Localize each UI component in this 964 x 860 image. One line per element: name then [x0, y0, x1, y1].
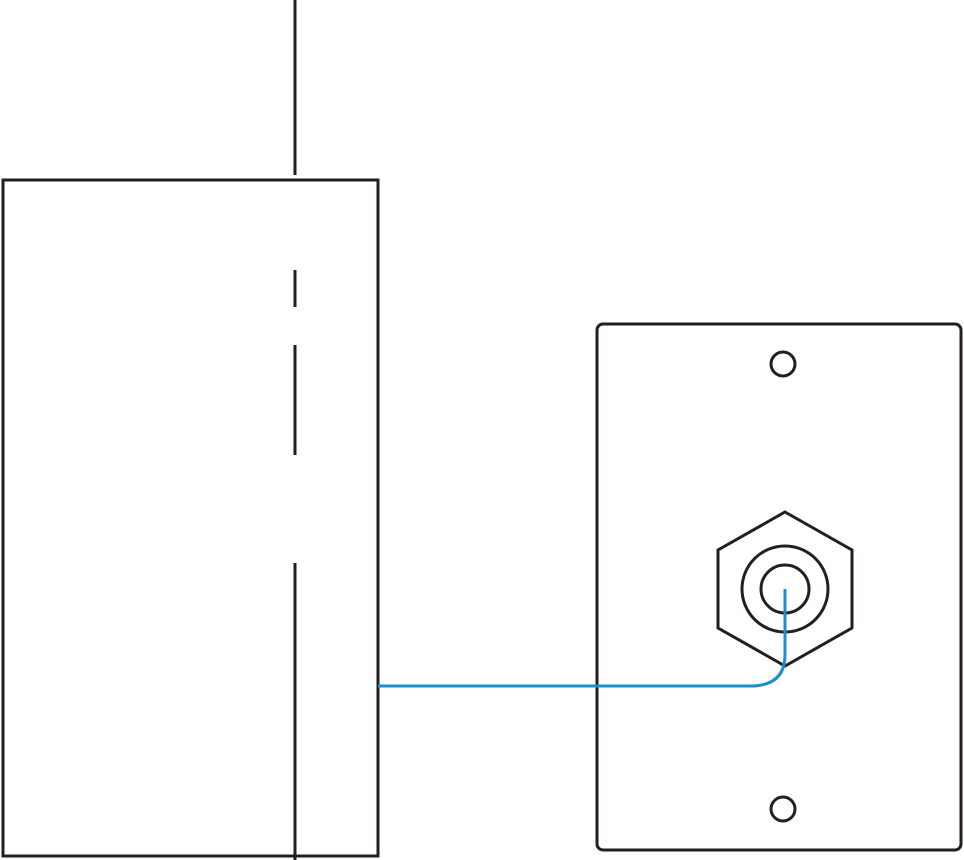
bottom-mounting-hole-icon	[769, 795, 797, 823]
top-mounting-hole-icon	[769, 350, 797, 378]
left-enclosure	[1, 178, 380, 858]
wall-plate	[595, 322, 963, 852]
connection-cable	[378, 589, 787, 688]
